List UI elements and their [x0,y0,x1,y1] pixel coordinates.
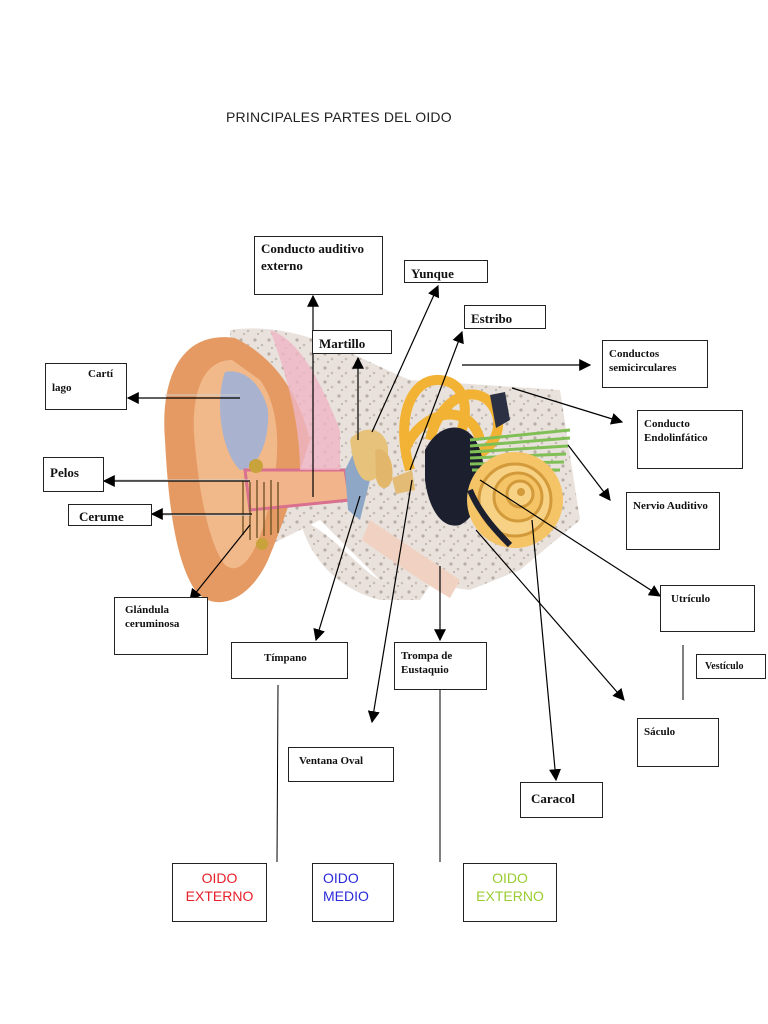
region-oido-medio: OIDO MEDIO [312,863,394,922]
ear-hairs [242,480,279,540]
cochlear-duct [467,488,513,548]
label-utriculo: Utrículo [660,585,755,632]
arrow-caracol [531,519,561,782]
arrow-saculo [475,529,625,701]
incus [375,449,393,489]
label-nervio-auditivo: Nervio Auditivo [626,492,720,550]
concha [220,371,269,470]
arrow-glandula [189,524,251,601]
arrow-ventana-oval [367,479,413,724]
arrow-estribo [409,330,464,471]
label-arrows [102,284,662,782]
label-estribo: Estribo [464,305,546,329]
page-title: PRINCIPALES PARTES DEL OIDO [226,109,452,125]
arrow-yunque [371,284,440,433]
label-timpano: Tímpano [231,642,348,679]
eustachian-tube [362,520,460,598]
label-vesticulo: Vestículo [696,654,766,679]
arrow-nervio [567,444,611,501]
arrow-conducto-endolinfatico [511,387,624,425]
label-conducto-endolinfatico: Conducto Endolinfático [637,410,743,469]
gland-bottom [256,538,268,550]
stapes [392,470,415,494]
label-conducto-auditivo: Conducto auditivo externo [254,236,383,295]
region-oido-externo-1: OIDO EXTERNO [172,863,267,922]
canal-pink [270,330,340,470]
gland-top [249,459,263,473]
endolymphatic-duct [490,392,510,428]
arrow-utriculo [479,479,662,597]
arrow-timpano [313,495,361,642]
label-yunque: Yunque [404,260,488,283]
cochlea [467,452,563,548]
label-cartilago: Cartí lago [45,363,127,410]
region-separators [276,645,684,863]
earlobe-bone [300,520,430,600]
region-oido-externo-2: OIDO EXTERNO [463,863,557,922]
label-conductos-semicirculares: Conductos semicirculares [602,340,708,388]
label-martillo: Martillo [312,330,392,354]
label-cerume: Cerume [68,504,152,526]
label-saculo: Sáculo [637,718,719,767]
label-glandula-ceruminosa: Glándula ceruminosa [114,597,208,655]
label-trompa-eustaquio: Trompa de Eustaquio [394,642,487,690]
label-caracol: Caracol [520,782,603,818]
label-ventana-oval: Ventana Oval [288,747,394,782]
label-pelos: Pelos [43,457,104,492]
